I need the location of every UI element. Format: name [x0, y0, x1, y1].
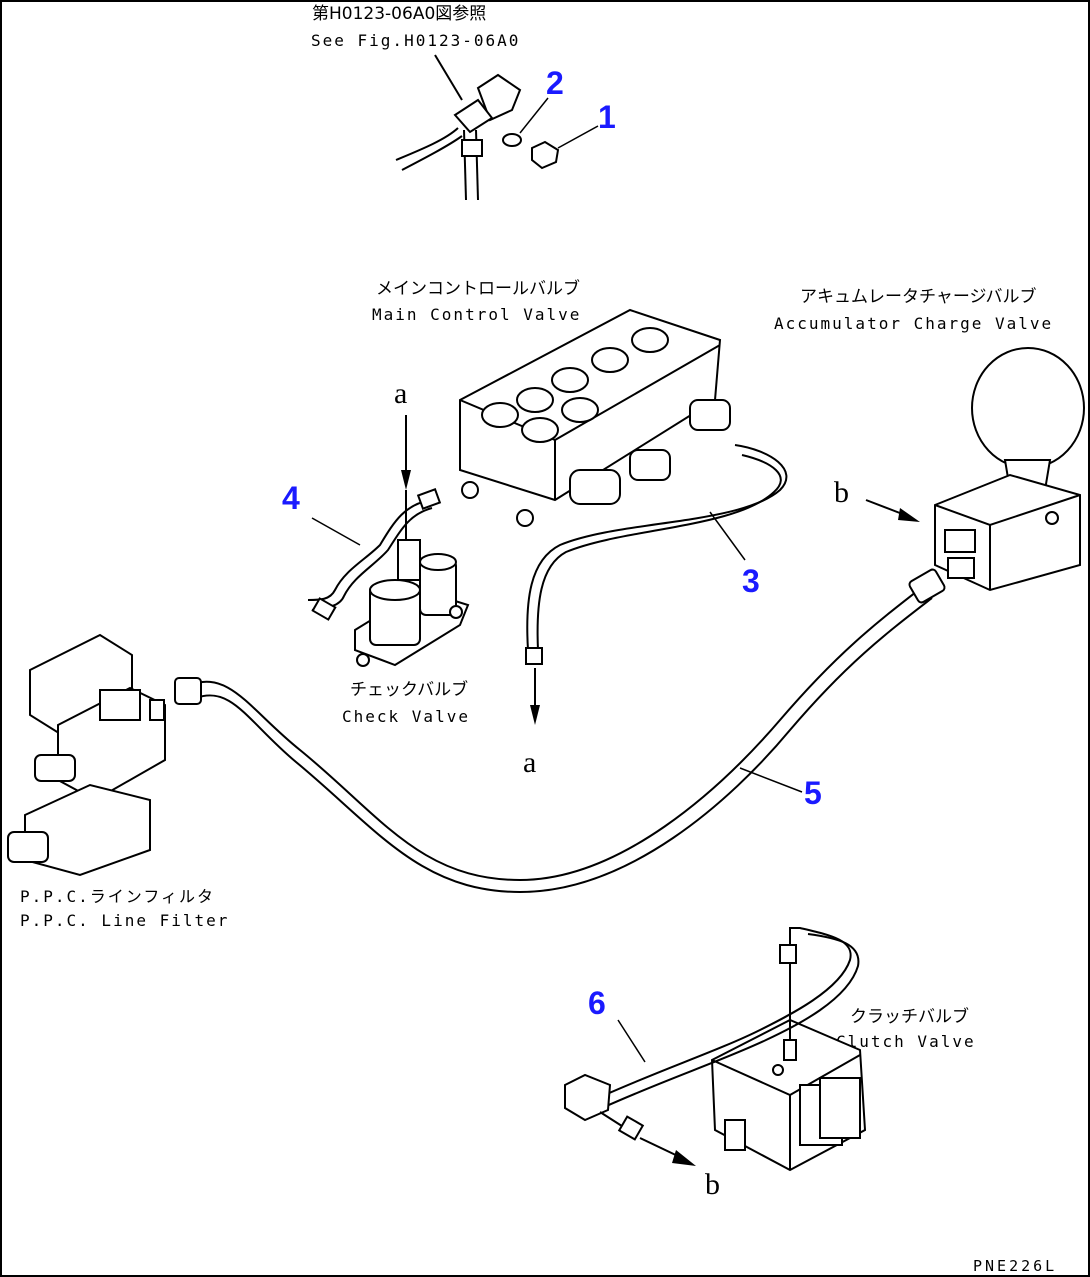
accumulator-charge-valve-label-jp: アキュムレータチャージバルブ	[800, 286, 1036, 307]
part-number: PNE226L	[973, 1257, 1057, 1275]
accumulator-charge-valve-label-en: Accumulator Charge Valve	[774, 314, 1053, 333]
ppc-line-filter	[7, 633, 166, 877]
connector-a-top: a	[394, 377, 407, 410]
connector-a-bottom: a	[523, 746, 536, 779]
callout-5: 5	[804, 775, 822, 811]
accumulator-charge-valve	[934, 347, 1085, 592]
callout-3: 3	[742, 563, 760, 599]
check-valve	[354, 539, 470, 667]
part-2-washer	[502, 133, 522, 147]
top-fitting-assembly	[395, 54, 522, 201]
clutch-valve-label-en: Clutch Valve	[836, 1032, 976, 1051]
pipe-3	[526, 444, 788, 651]
connector-b-bottom: b	[705, 1168, 720, 1201]
leader-2	[519, 97, 549, 134]
clutch-valve	[710, 1018, 867, 1172]
leader-3	[709, 511, 746, 561]
check-valve-label-en: Check Valve	[342, 707, 470, 726]
pipe-6	[597, 927, 852, 1099]
ppc-line-filter-label-en: P.P.C. Line Filter	[20, 911, 229, 930]
arrow-b-into-accumulator	[865, 499, 906, 516]
main-control-valve-label-en: Main Control Valve	[372, 305, 581, 324]
callout-6: 6	[588, 985, 606, 1021]
hose-5	[189, 584, 926, 882]
main-control-valve	[459, 308, 731, 527]
reference-label-jp: 第H0123-06A0図参照	[312, 4, 486, 24]
check-valve-label-jp: チェックバルブ	[350, 679, 468, 700]
leader-6	[617, 1019, 646, 1063]
leader-1	[557, 125, 599, 149]
pipe-4	[307, 499, 431, 601]
leader-5	[739, 767, 803, 793]
clutch-valve-label-jp: クラッチバルブ	[850, 1006, 969, 1027]
main-control-valve-label-jp: メインコントロールバルブ	[376, 278, 580, 299]
part-1-nut	[531, 140, 560, 170]
callout-4: 4	[282, 480, 300, 516]
reference-label-en: See Fig.H0123-06A0	[311, 31, 520, 50]
callout-2: 2	[546, 65, 564, 101]
connector-b-top: b	[834, 476, 849, 509]
leader-4	[311, 517, 361, 546]
ppc-line-filter-label-jp: P.P.C.ラインフィルタ	[20, 887, 215, 906]
callout-1: 1	[598, 99, 616, 135]
